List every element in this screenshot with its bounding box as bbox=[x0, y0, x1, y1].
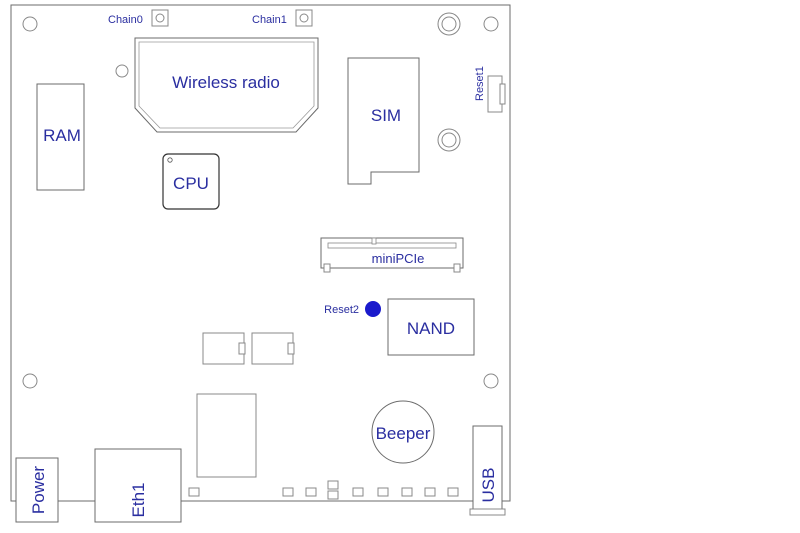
minipcie-tab-left bbox=[323, 263, 331, 273]
chain1-label: Chain1 bbox=[252, 14, 287, 26]
rectangular-component bbox=[196, 393, 257, 478]
standoff-top-inner bbox=[441, 16, 457, 32]
nand-chip bbox=[387, 298, 475, 356]
chain1-connector-pin bbox=[299, 13, 309, 23]
led-indicator bbox=[401, 487, 413, 497]
power-label: Power bbox=[29, 466, 48, 515]
ram-chip bbox=[36, 83, 85, 191]
usb-connector bbox=[472, 425, 503, 513]
led-indicator bbox=[282, 487, 294, 497]
eth1-label: Eth1 bbox=[129, 483, 148, 518]
sim-label: SIM bbox=[371, 106, 401, 125]
sim-slot bbox=[347, 57, 420, 185]
reset2-button bbox=[365, 301, 381, 317]
mount-hole-top-left bbox=[22, 16, 38, 32]
minipcie-label: miniPCIe bbox=[372, 251, 425, 266]
eth1-connector bbox=[94, 448, 182, 523]
wireless-radio-inner bbox=[138, 41, 315, 129]
led-indicator bbox=[327, 480, 339, 490]
beeper bbox=[371, 400, 435, 464]
nand-label: NAND bbox=[407, 319, 455, 338]
chain0-label: Chain0 bbox=[108, 14, 143, 26]
ram-label: RAM bbox=[43, 126, 81, 145]
small-component-right-notch bbox=[287, 342, 295, 355]
mount-hole-top-right bbox=[483, 16, 499, 32]
minipcie-tab-right bbox=[453, 263, 461, 273]
led-indicator bbox=[327, 490, 339, 500]
reset1-switch-knob bbox=[499, 83, 506, 105]
led-indicator bbox=[447, 487, 459, 497]
cpu-chip bbox=[162, 153, 220, 210]
minipcie-inner bbox=[327, 242, 457, 249]
wireless-radio-module bbox=[134, 37, 319, 133]
usb-connector-flange bbox=[469, 508, 506, 516]
usb-label: USB bbox=[479, 468, 498, 503]
led-indicator bbox=[305, 487, 317, 497]
power-connector bbox=[15, 457, 59, 523]
small-component-left-notch bbox=[238, 342, 246, 355]
wireless-radio-label: Wireless radio bbox=[172, 73, 280, 92]
mount-hole-left-upper bbox=[115, 64, 129, 78]
led-indicator bbox=[188, 487, 200, 497]
chain0-connector-pin bbox=[155, 13, 165, 23]
standoff-mid-inner bbox=[441, 132, 457, 148]
reset1-label: Reset1 bbox=[474, 66, 486, 101]
reset2-label: Reset2 bbox=[324, 304, 359, 316]
minipcie-key bbox=[371, 237, 377, 245]
mount-hole-bottom-left bbox=[22, 373, 38, 389]
mount-hole-bottom-right bbox=[483, 373, 499, 389]
led-indicator bbox=[377, 487, 389, 497]
beeper-label: Beeper bbox=[376, 424, 431, 443]
small-component-right bbox=[251, 332, 294, 365]
led-indicator bbox=[424, 487, 436, 497]
cpu-label: CPU bbox=[173, 174, 209, 193]
cpu-pin1-marker bbox=[167, 157, 173, 163]
led-indicator bbox=[352, 487, 364, 497]
small-component-left bbox=[202, 332, 245, 365]
